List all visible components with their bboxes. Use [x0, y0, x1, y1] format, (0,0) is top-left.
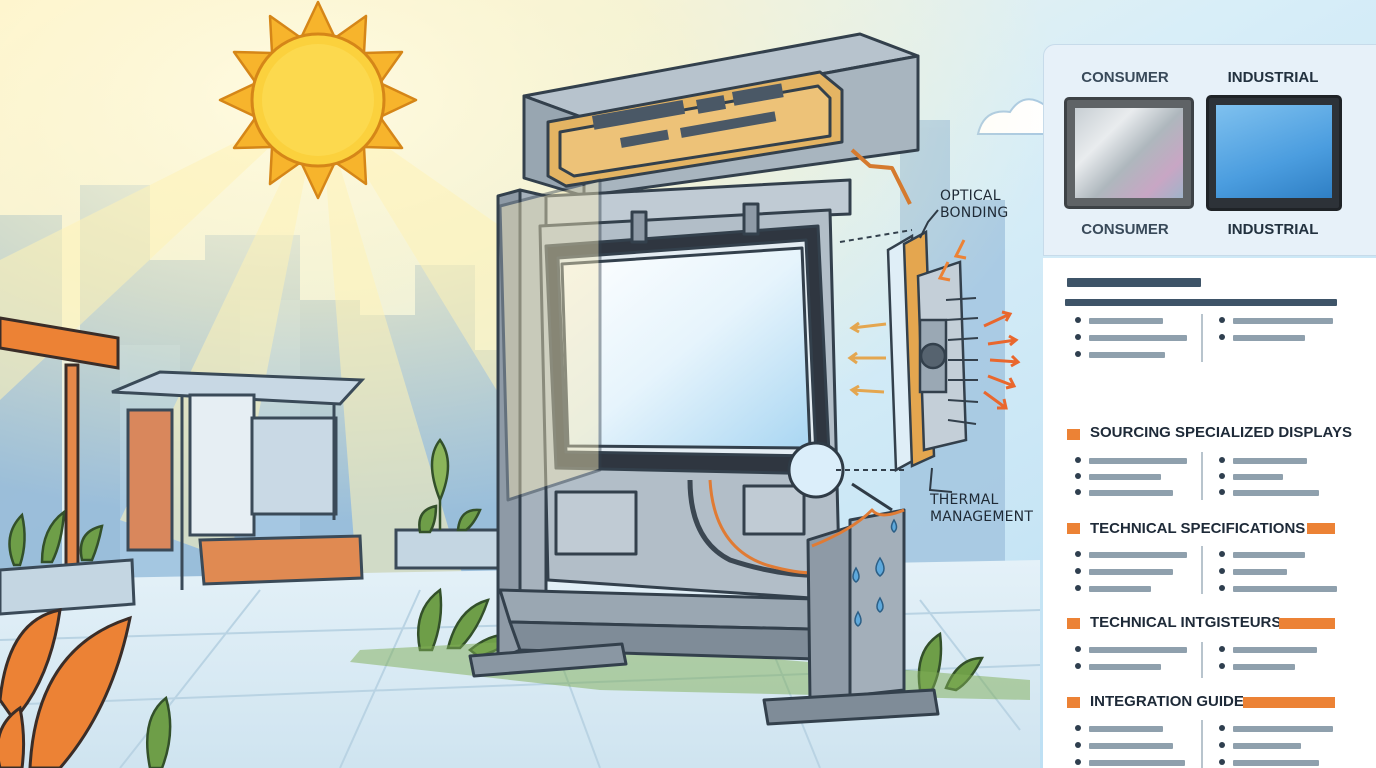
section-title: TECHNICAL INTGISTEURS: [1090, 614, 1282, 631]
bus-shelter: [111, 370, 366, 590]
callout-optical-bonding: OPTICAL BONDING: [940, 188, 1008, 222]
cooling-arrows: [847, 321, 887, 397]
display-kiosk: [468, 32, 940, 726]
callout-thermal-management-line-2: MANAGEMENT: [930, 509, 1034, 525]
section-title: INTEGRATION GUIDE: [1090, 693, 1244, 710]
water-droplet-icons: [852, 518, 898, 627]
comparison-label-industrial-bottom: INDUSTRIAL: [1227, 221, 1319, 238]
info-panel: CONSUMER INDUSTRIAL CONSUMER INDUSTRIAL …: [1043, 44, 1376, 768]
optical-bonding-layers: [836, 229, 979, 473]
industrial-monitor-icon: [1206, 95, 1342, 211]
intro-heading-bar: [1067, 278, 1201, 287]
callout-optical-bonding-line-2: BONDING: [940, 205, 1009, 221]
consumer-monitor-icon: [1064, 97, 1194, 209]
intro-rule-bar: [1065, 299, 1337, 306]
comparison-label-industrial-top: INDUSTRIAL: [1227, 69, 1319, 86]
callout-thermal-management-line-1: THERMAL: [930, 492, 999, 508]
comparison-label-consumer-top: CONSUMER: [1081, 69, 1169, 86]
callout-thermal-management: THERMAL MANAGEMENT: [930, 492, 1033, 526]
shelter-left: [0, 316, 120, 577]
section-title: SOURCING SPECIALIZED DISPLAYS: [1090, 424, 1352, 441]
display-comparison: CONSUMER INDUSTRIAL CONSUMER INDUSTRIAL: [1043, 44, 1376, 256]
orange-leaves: [0, 608, 132, 768]
sun-icon: [218, 0, 418, 200]
section-title: TECHNICAL SPECIFICATIONS: [1090, 520, 1306, 537]
heat-arrows: [983, 310, 1021, 410]
guide-sections: SOURCING SPECIALIZED DISPLAYS TECHNICAL …: [1043, 258, 1376, 768]
callout-optical-bonding-line-1: OPTICAL: [940, 188, 1001, 204]
comparison-label-consumer-bottom: CONSUMER: [1081, 221, 1169, 238]
sun-rays: [0, 100, 600, 620]
magnifier-icon: [787, 441, 893, 512]
